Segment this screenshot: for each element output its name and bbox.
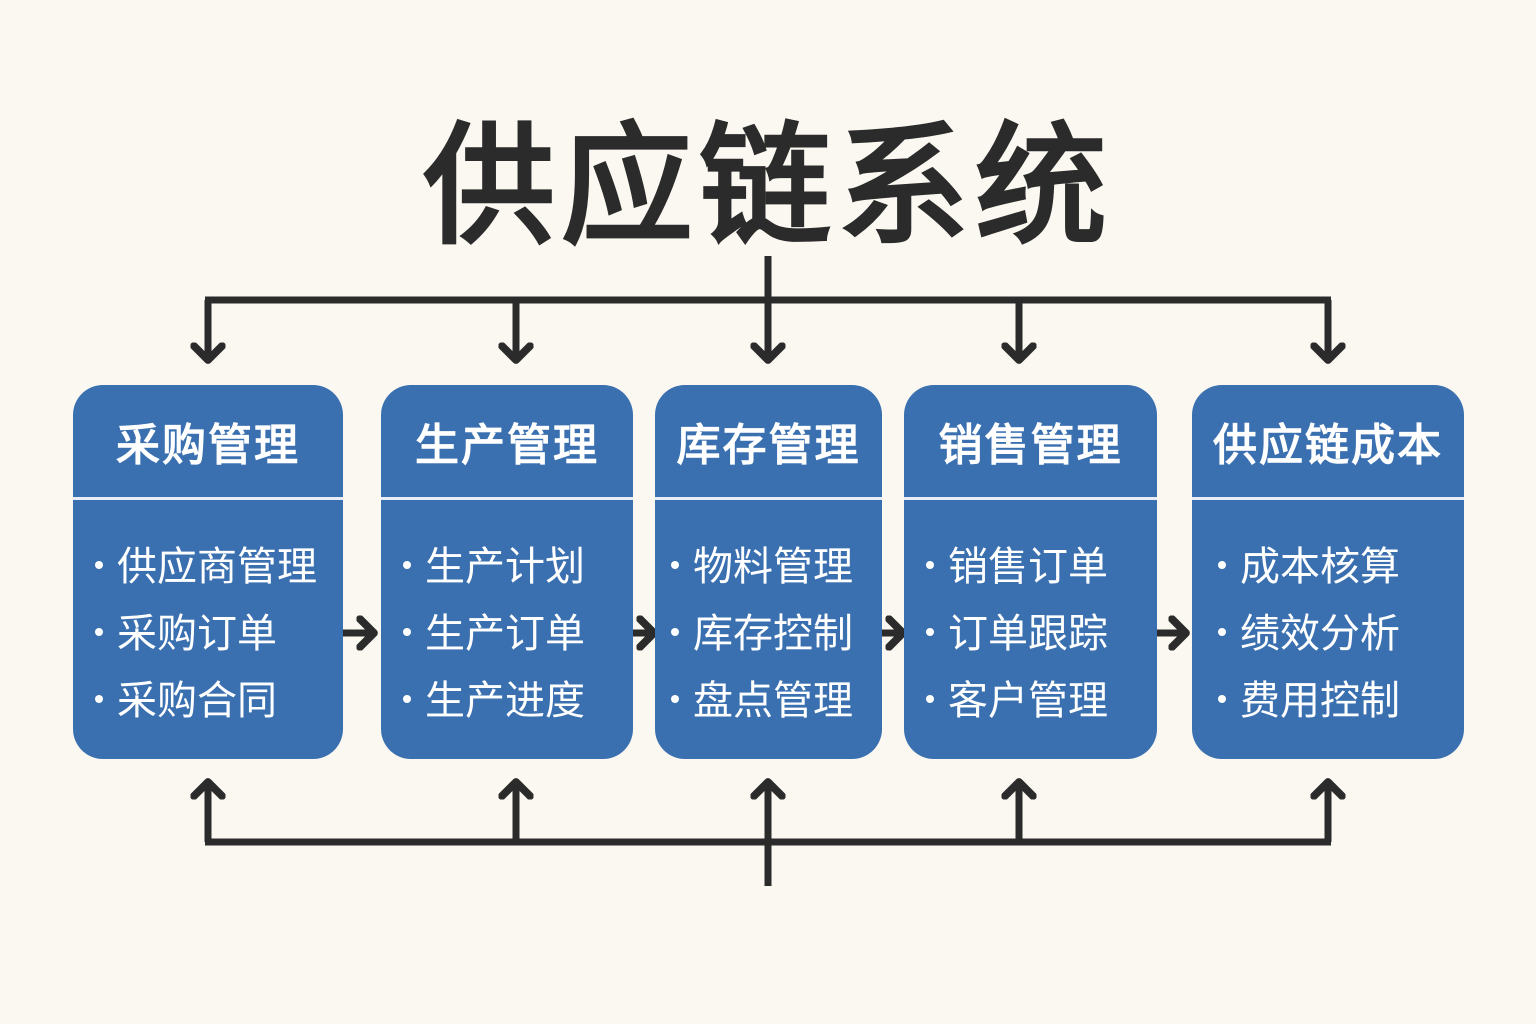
bullet-icon — [403, 561, 411, 569]
bullet-icon — [95, 628, 103, 636]
module-box-sales[interactable]: 销售管理 销售订单 订单跟踪 客户管理 — [904, 385, 1157, 759]
module-item: 库存控制 — [671, 601, 882, 668]
module-item: 生产订单 — [403, 601, 633, 668]
module-box-production[interactable]: 生产管理 生产计划 生产订单 生产进度 — [381, 385, 633, 759]
module-item: 物料管理 — [671, 534, 882, 601]
module-box-inventory[interactable]: 库存管理 物料管理 库存控制 盘点管理 — [655, 385, 882, 759]
module-title: 采购管理 — [73, 385, 343, 500]
bullet-icon — [1218, 695, 1226, 703]
bullet-icon — [403, 695, 411, 703]
module-item: 供应商管理 — [95, 534, 343, 601]
module-item: 费用控制 — [1218, 668, 1464, 735]
module-item: 采购订单 — [95, 601, 343, 668]
diagram-title: 供应链系统 — [423, 110, 1113, 264]
module-item: 生产计划 — [403, 534, 633, 601]
bullet-icon — [926, 695, 934, 703]
module-item: 盘点管理 — [671, 668, 882, 735]
module-item: 采购合同 — [95, 668, 343, 735]
module-title: 供应链成本 — [1192, 385, 1464, 500]
module-title: 销售管理 — [904, 385, 1157, 500]
bullet-icon — [671, 628, 679, 636]
module-item: 成本核算 — [1218, 534, 1464, 601]
bullet-icon — [926, 628, 934, 636]
module-box-purchasing[interactable]: 采购管理 供应商管理 采购订单 采购合同 — [73, 385, 343, 759]
bullet-icon — [671, 561, 679, 569]
bullet-icon — [1218, 628, 1226, 636]
bullet-icon — [95, 561, 103, 569]
module-item: 订单跟踪 — [926, 601, 1157, 668]
bullet-icon — [95, 695, 103, 703]
module-title: 库存管理 — [655, 385, 882, 500]
module-item: 生产进度 — [403, 668, 633, 735]
module-item: 客户管理 — [926, 668, 1157, 735]
module-item: 绩效分析 — [1218, 601, 1464, 668]
bullet-icon — [671, 695, 679, 703]
module-item: 销售订单 — [926, 534, 1157, 601]
bullet-icon — [1218, 561, 1226, 569]
bullet-icon — [403, 628, 411, 636]
module-box-cost[interactable]: 供应链成本 成本核算 绩效分析 费用控制 — [1192, 385, 1464, 759]
bullet-icon — [926, 561, 934, 569]
module-title: 生产管理 — [381, 385, 633, 500]
